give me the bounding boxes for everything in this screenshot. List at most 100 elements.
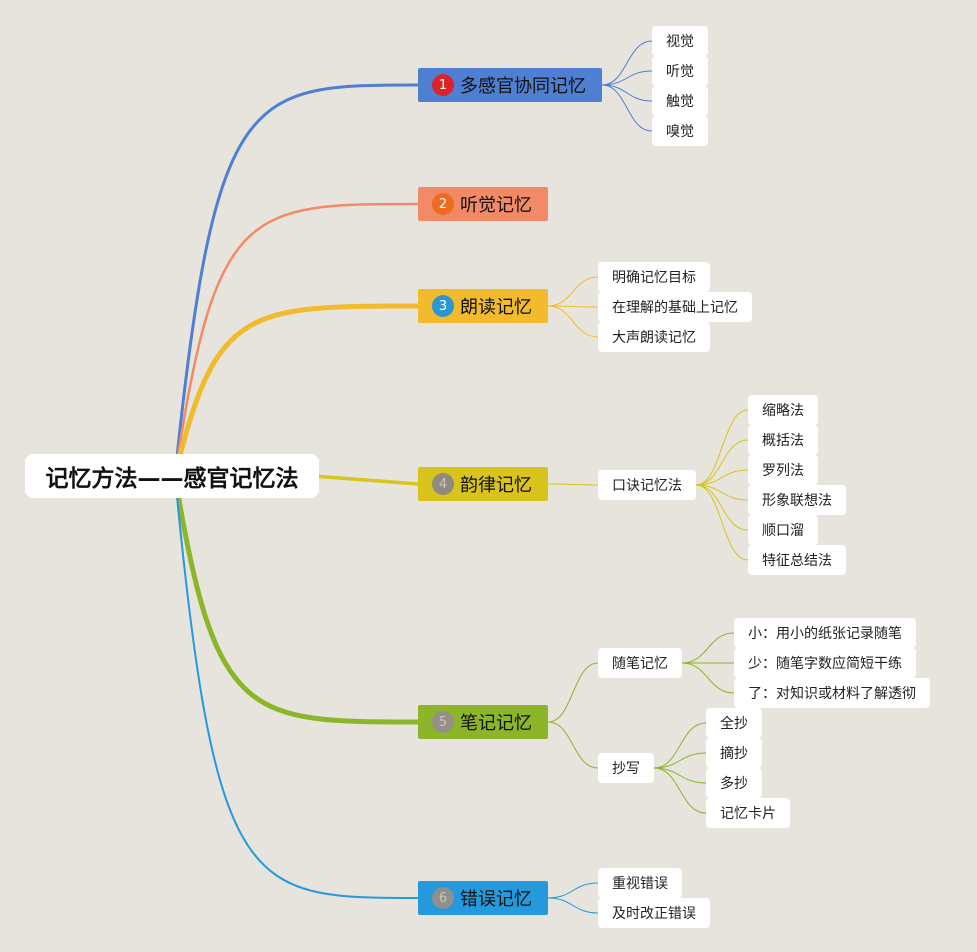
- connector-line: [695, 409, 749, 486]
- connector-line: [547, 882, 599, 899]
- number-badge-icon: 2: [432, 193, 454, 215]
- number-badge-icon: 5: [432, 711, 454, 733]
- leaf-jingle[interactable]: 顺口溜: [748, 515, 818, 545]
- branch-auditory[interactable]: 2 听觉记忆: [418, 187, 548, 221]
- leaf-label: 重视错误: [612, 876, 668, 892]
- connector-line: [547, 662, 599, 723]
- leaf-full-copy[interactable]: 全抄: [706, 708, 762, 738]
- connector-line: [653, 767, 707, 814]
- connector-line: [653, 767, 707, 784]
- leaf-value-mistakes[interactable]: 重视错误: [598, 868, 682, 898]
- leaf-touch[interactable]: 触觉: [652, 86, 708, 116]
- leaf-label: 记忆卡片: [720, 806, 776, 822]
- connector-line: [653, 752, 707, 769]
- leaf-label: 形象联想法: [762, 493, 832, 509]
- leaf-mnemonic[interactable]: 口诀记忆法: [598, 470, 696, 500]
- leaf-listing[interactable]: 罗列法: [748, 455, 818, 485]
- number-badge-icon: 4: [432, 473, 454, 495]
- branch-label: 听觉记忆: [460, 195, 532, 216]
- leaf-feature-summary[interactable]: 特征总结法: [748, 545, 846, 575]
- leaf-label: 触觉: [666, 94, 694, 110]
- branch-reading-aloud[interactable]: 3 朗读记忆: [418, 289, 548, 323]
- branch-label: 笔记记忆: [460, 713, 532, 734]
- leaf-visual[interactable]: 视觉: [652, 26, 708, 56]
- connector-line: [172, 473, 421, 725]
- branch-multisensory[interactable]: 1 多感官协同记忆: [418, 68, 602, 102]
- leaf-label: 及时改正错误: [612, 906, 696, 922]
- branch-notes[interactable]: 5 笔记记忆: [418, 705, 548, 739]
- leaf-label: 在理解的基础上记忆: [612, 300, 738, 316]
- connector-line: [653, 722, 707, 769]
- connector-line: [681, 632, 735, 664]
- leaf-label: 了：对知识或材料了解透彻: [748, 686, 916, 702]
- leaf-label: 抄写: [612, 761, 640, 777]
- connector-line: [547, 305, 599, 338]
- leaf-label: 概括法: [762, 433, 804, 449]
- leaf-summary[interactable]: 概括法: [748, 425, 818, 455]
- branch-mistakes[interactable]: 6 错误记忆: [418, 881, 548, 915]
- leaf-label: 嗅觉: [666, 124, 694, 140]
- connector-line: [695, 484, 749, 561]
- leaf-copying[interactable]: 抄写: [598, 753, 654, 783]
- root-topic[interactable]: 记忆方法——感官记忆法: [25, 454, 319, 498]
- leaf-label: 小：用小的纸张记录随笔: [748, 626, 902, 642]
- connector-line: [547, 483, 599, 486]
- branch-rhythm[interactable]: 4 韵律记忆: [418, 467, 548, 501]
- branch-label: 多感官协同记忆: [460, 76, 586, 97]
- leaf-flashcards[interactable]: 记忆卡片: [706, 798, 790, 828]
- leaf-label: 罗列法: [762, 463, 804, 479]
- leaf-label: 顺口溜: [762, 523, 804, 539]
- connector-line: [601, 70, 653, 86]
- number-badge-icon: 6: [432, 887, 454, 909]
- root-topic-label: 记忆方法——感官记忆法: [45, 466, 299, 492]
- leaf-clear-goal[interactable]: 明确记忆目标: [598, 262, 710, 292]
- leaf-label: 少：随笔字数应简短干练: [748, 656, 902, 672]
- leaf-excerpt[interactable]: 摘抄: [706, 738, 762, 768]
- leaf-abbreviation[interactable]: 缩略法: [748, 395, 818, 425]
- leaf-copy-more[interactable]: 多抄: [706, 768, 762, 798]
- leaf-small-paper[interactable]: 小：用小的纸张记录随笔: [734, 618, 916, 648]
- connector-line: [547, 305, 599, 308]
- leaf-understand-first[interactable]: 在理解的基础上记忆: [598, 292, 752, 322]
- leaf-jotting[interactable]: 随笔记忆: [598, 648, 682, 678]
- branch-label: 错误记忆: [460, 889, 532, 910]
- leaf-label: 多抄: [720, 776, 748, 792]
- connector-line: [547, 276, 599, 307]
- connector-line: [547, 721, 599, 769]
- leaf-correct-promptly[interactable]: 及时改正错误: [598, 898, 710, 928]
- connector-line: [695, 484, 749, 501]
- connector-line: [601, 84, 653, 102]
- number-badge-icon: 3: [432, 295, 454, 317]
- connector-line: [695, 469, 749, 486]
- connector-line: [173, 83, 420, 478]
- connector-line: [601, 84, 653, 132]
- leaf-label: 摘抄: [720, 746, 748, 762]
- branch-label: 韵律记忆: [460, 475, 532, 496]
- connector-line: [173, 202, 420, 478]
- leaf-hearing[interactable]: 听觉: [652, 56, 708, 86]
- leaf-label: 随笔记忆: [612, 656, 668, 672]
- connector-line: [601, 40, 653, 86]
- leaf-label: 缩略法: [762, 403, 804, 419]
- connector-line: [174, 475, 419, 899]
- connector-line: [695, 439, 749, 486]
- leaf-imagery[interactable]: 形象联想法: [748, 485, 846, 515]
- leaf-label: 全抄: [720, 716, 748, 732]
- leaf-thorough[interactable]: 了：对知识或材料了解透彻: [734, 678, 930, 708]
- leaf-read-loud[interactable]: 大声朗读记忆: [598, 322, 710, 352]
- branch-label: 朗读记忆: [460, 297, 532, 318]
- connector-line: [547, 897, 599, 914]
- leaf-concise[interactable]: 少：随笔字数应简短干练: [734, 648, 916, 678]
- leaf-smell[interactable]: 嗅觉: [652, 116, 708, 146]
- leaf-label: 明确记忆目标: [612, 270, 696, 286]
- connector-line: [681, 662, 735, 694]
- leaf-label: 口诀记忆法: [612, 478, 682, 494]
- leaf-label: 听觉: [666, 64, 694, 80]
- connector-line: [172, 303, 421, 479]
- leaf-label: 特征总结法: [762, 553, 832, 569]
- leaf-label: 大声朗读记忆: [612, 330, 696, 346]
- connector-line: [311, 474, 420, 486]
- connector-line: [695, 484, 749, 531]
